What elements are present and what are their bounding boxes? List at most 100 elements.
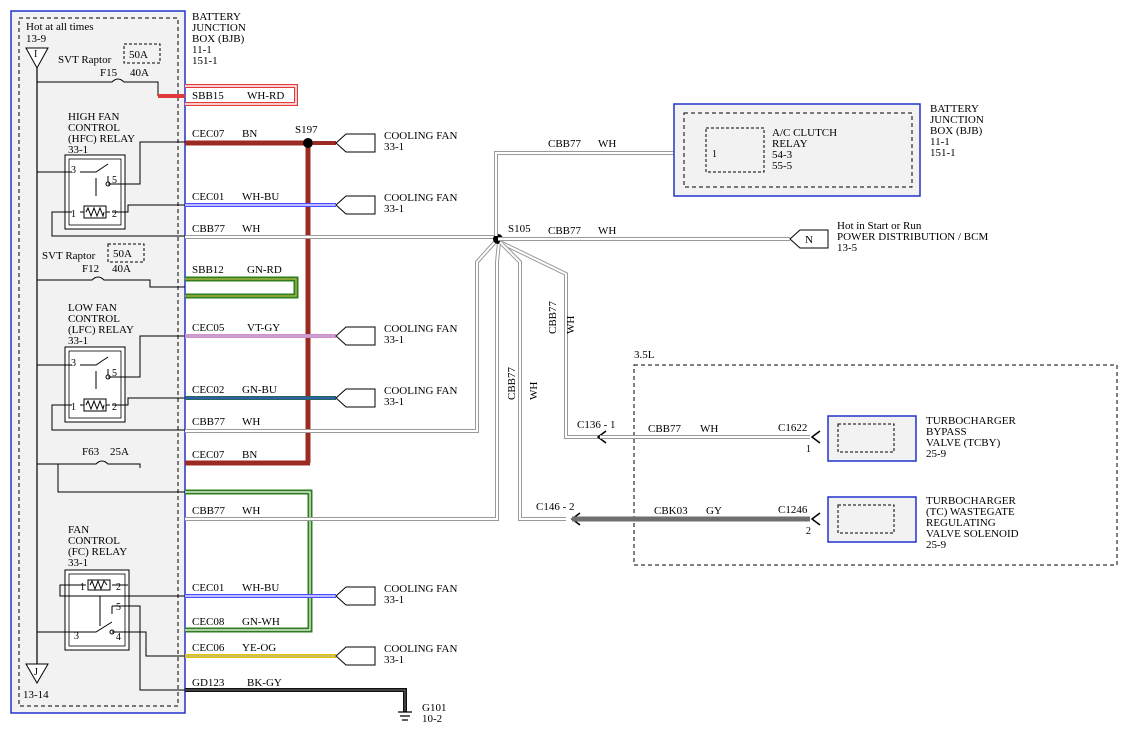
circuit-cec01b-name: CEC01 [192,582,224,594]
wire-sbb15-inner [185,85,297,105]
circuit-cbb77-1-name: CBB77 [192,223,226,235]
tcby-wire-name: CBB77 [648,423,682,435]
fc-wire-1 [59,584,185,597]
circuit-cec08-color: GN-WH [242,616,280,628]
vlabel-1-color: WH [565,316,577,334]
fan-1-ref: 33-1 [384,141,404,153]
lfc-title-4: 33-1 [68,335,88,347]
fc-pin-4: 4 [116,632,121,643]
circuit-gd123-color: BK-GY [247,677,282,689]
tcby-title-1: TURBOCHARGER [926,415,1017,427]
hfc-pin-3: 3 [71,165,76,176]
circuit-cec07b-name: CEC07 [192,449,225,461]
fan-5-label: COOLING FAN [384,583,457,595]
hfc-title-4: 33-1 [68,144,88,156]
circuit-sbb15-color: WH-RD [247,90,284,102]
hfc-pin-1: 1 [71,209,76,220]
circuit-cec05-name: CEC05 [192,322,225,334]
tcby-connector-arrow-icon [810,430,821,444]
connector-j-label: J [34,667,38,678]
hfc-wire-1 [51,211,185,237]
wire-sbb12 [185,276,299,299]
lfc-wire-2 [112,397,185,406]
splice-s105-label: S105 [508,223,531,235]
wire-gd123 [185,688,407,712]
ac-bjb-title-3: BOX (BJB) [930,125,983,137]
connector-i-label: I [34,49,37,60]
ground-ref: 10-2 [422,713,442,725]
tcby-inline-label: C136 - 1 [577,419,616,431]
fan-connector-5-icon [335,586,376,606]
fan-4-ref: 33-1 [384,396,404,408]
hfc-wire-5 [108,141,185,185]
lfc-relay-box [64,346,126,423]
lfc-title-3: (LFC) RELAY [68,324,134,336]
ac-bjb-title-4: 11-1 [930,136,950,148]
f12-option-box [107,243,145,263]
f15-svt-label: SVT Raptor [58,54,112,66]
pd-line-2: POWER DISTRIBUTION / BCM [837,231,988,243]
circuit-cec01b-color: WH-BU [242,582,279,594]
f15-fuse-icon [37,78,159,96]
f15-rating: 40A [130,67,149,79]
f15-name: F15 [100,67,118,79]
vlabel-2-name: CBB77 [506,366,518,400]
ac-relay-title-2: RELAY [772,138,808,150]
wg-component-dashed [837,504,895,534]
fan-3-label: COOLING FAN [384,323,457,335]
fan-5-ref: 33-1 [384,594,404,606]
fan-connector-1-icon [335,133,376,153]
circuit-cec01-color: WH-BU [242,191,279,203]
wire-cbb77-3 [185,241,501,521]
wg-title-2: (TC) WASTEGATE [926,506,1015,518]
wire-cbb77-tcby [499,240,600,439]
wg-inline-label: C146 - 2 [536,501,575,513]
fan-4-label: COOLING FAN [384,385,457,397]
fc-pin-2: 2 [116,582,121,593]
fc-relay-box-inner [68,573,126,647]
wg-connector-arrow-icon [810,512,821,526]
ac-bjb-dashed [683,112,913,188]
lfc-pin-3: 3 [71,358,76,369]
ac-bjb-frame [673,103,921,197]
bjb-hot-label: Hot at all times [26,21,94,33]
fc-title-3: (FC) RELAY [68,546,127,558]
pd-connector-label: N [805,234,813,246]
bjb-title-5: 151-1 [192,55,218,67]
splice-s197-icon [303,138,313,148]
fc-title-1: FAN [68,524,89,536]
hfc-wire-2 [112,204,185,213]
tcby-connector-label: C1622 [778,422,807,434]
ac-bjb-title-1: BATTERY [930,103,979,115]
f63-name: F63 [82,446,100,458]
circuit-cec05-color: VT-GY [247,322,280,334]
wg-wire-name: CBK03 [654,505,688,517]
fc-pin-5: 5 [116,602,121,613]
f63-fuse-icon [37,460,185,493]
hfc-title-2: CONTROL [68,122,120,134]
tcby-pin: 1 [806,444,811,455]
pd-wire-name: CBB77 [548,225,582,237]
ground-icon [398,711,412,721]
circuit-cbb77-2-name: CBB77 [192,416,226,428]
ac-wire-color: WH [598,138,616,150]
wg-component-frame [827,496,917,543]
ac-relay-box [705,127,765,173]
tcby-wire-color: WH [700,423,718,435]
lfc-title-2: CONTROL [68,313,120,325]
ac-bjb-title-5: 151-1 [930,147,956,159]
lfc-coil-icon [80,398,110,412]
hfc-pin-5: 5 [112,175,117,186]
fc-title-4: 33-1 [68,557,88,569]
bjb-title-3: BOX (BJB) [192,33,245,45]
f12-option-rating: 50A [113,248,132,260]
circuit-cec01-name: CEC01 [192,191,224,203]
vlabel-2-color: WH [528,382,540,400]
ac-relay-title-1: A/C CLUTCH [772,127,837,139]
fan-6-ref: 33-1 [384,654,404,666]
fan-6-label: COOLING FAN [384,643,457,655]
circuit-cec02-name: CEC02 [192,384,224,396]
vlabel-1-name: CBB77 [547,300,559,334]
ac-wire-name: CBB77 [548,138,582,150]
